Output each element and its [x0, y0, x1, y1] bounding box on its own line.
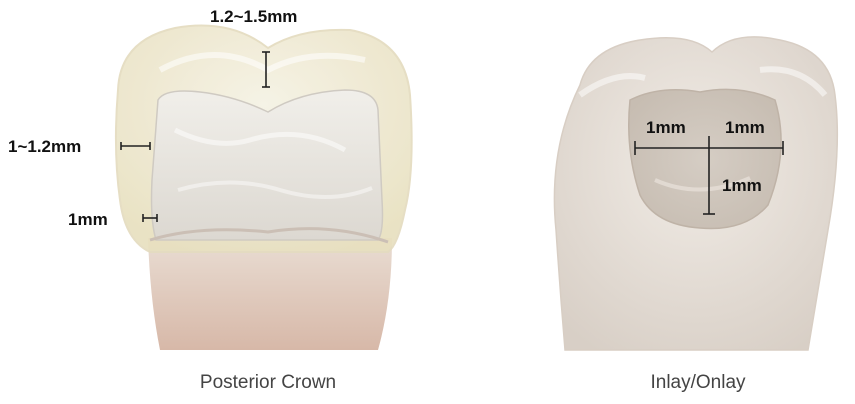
posterior-crown-illustration — [116, 26, 412, 351]
crown-margin-label: 1mm — [68, 210, 108, 230]
posterior-crown-caption: Posterior Crown — [150, 372, 386, 394]
inlay-right-label: 1mm — [725, 118, 765, 138]
inlay-onlay-illustration — [554, 37, 837, 350]
crown-occlusal-label: 1.2~1.5mm — [210, 7, 297, 27]
inlay-cavity — [629, 89, 781, 228]
crown-axial-label: 1~1.2mm — [8, 137, 81, 157]
inlay-left-label: 1mm — [646, 118, 686, 138]
inlay-depth-label: 1mm — [722, 176, 762, 196]
prepared-core — [152, 90, 383, 240]
inlay-onlay-caption: Inlay/Onlay — [580, 372, 816, 394]
